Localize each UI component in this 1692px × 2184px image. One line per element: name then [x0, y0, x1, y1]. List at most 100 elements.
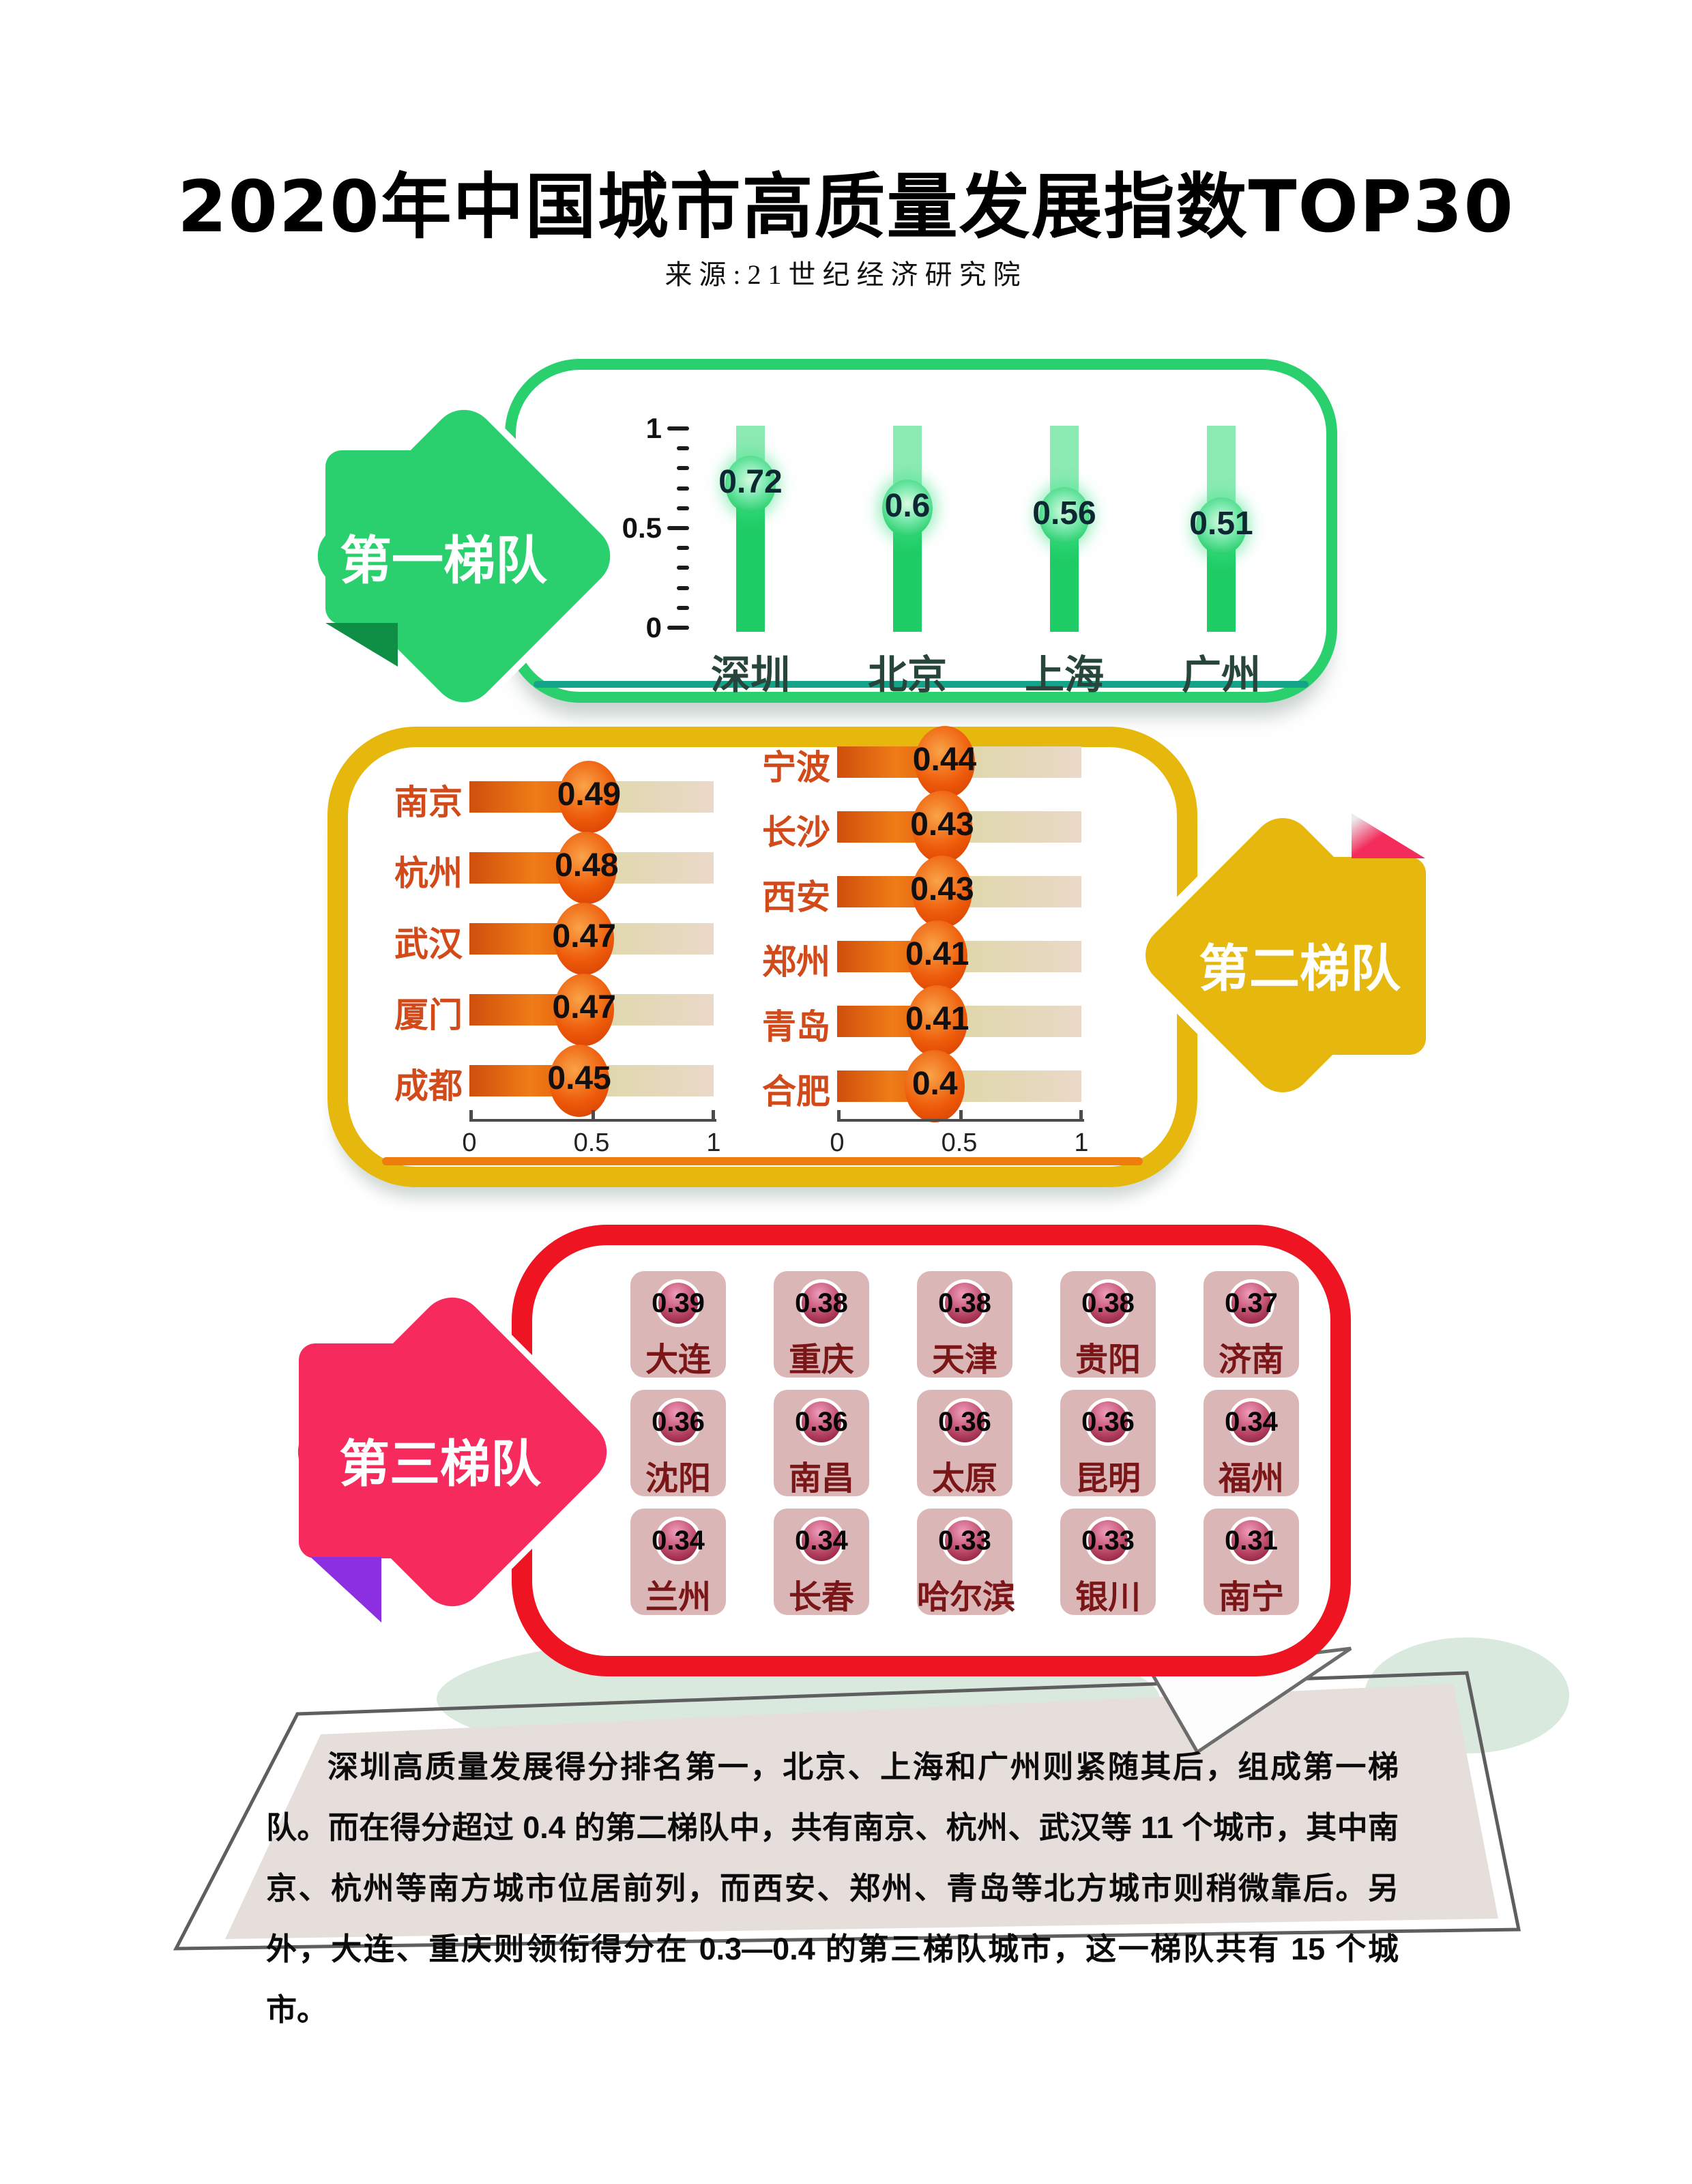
tier3-city-card: 0.31 南宁: [1204, 1509, 1299, 1616]
tier3-city-label: 太原: [931, 1461, 997, 1497]
tier3-score-badge: 0.34: [652, 1517, 705, 1564]
tier3-value: 0.38: [795, 1287, 848, 1318]
tier1-value: 0.72: [718, 463, 783, 500]
tier2-value: 0.48: [555, 847, 619, 884]
note-panel-outline: [173, 1671, 1521, 1951]
tier3-city-card: 0.36 昆明: [1060, 1390, 1156, 1497]
tier3-city-label: 重庆: [788, 1342, 854, 1378]
tier2-city-label: 青岛: [762, 1008, 830, 1046]
tier2-marker: [554, 974, 615, 1046]
tier3-value: 0.34: [795, 1525, 848, 1556]
tier3-city-label: 贵阳: [1075, 1342, 1141, 1378]
tier3-city-card: 0.37 济南: [1204, 1271, 1299, 1378]
tier1-city-label: 北京: [867, 653, 947, 697]
tier3-city-card: 0.36 南昌: [774, 1390, 869, 1497]
tier3-score-badge: 0.33: [938, 1517, 991, 1564]
tier1-axis-tick: [677, 566, 689, 570]
tier3-city-card: 0.33 银川: [1060, 1509, 1156, 1616]
tier3-arrow-fold: [310, 1557, 381, 1622]
tier3-value: 0.33: [938, 1525, 991, 1556]
tier1-bar-group: 0.56 上海: [1017, 426, 1112, 697]
tier2-value: 0.45: [547, 1060, 611, 1096]
tier2-arrow-label: 第二梯队: [1199, 940, 1401, 997]
tier3-score-badge: 0.34: [1225, 1398, 1278, 1446]
tier2-marker: [911, 791, 972, 863]
tier2-axis-tick-label: 0.5: [573, 1129, 610, 1157]
note-panel-fill: [225, 1684, 1498, 1939]
tier3-score-badge: 0.31: [1225, 1517, 1278, 1564]
tier1-marker: [725, 455, 776, 513]
tier2-value: 0.44: [912, 742, 977, 778]
tier1-axis-tick: [677, 506, 689, 510]
tier1-marker: [1039, 487, 1090, 545]
tier1-bar-group: 0.72 深圳: [703, 426, 798, 697]
tier3-city-card: 0.38 天津: [917, 1271, 1012, 1378]
tier1-axis-tick: [677, 546, 689, 551]
tier2-marker: [914, 726, 975, 798]
tier3-city-label: 沈阳: [645, 1461, 711, 1497]
tier1-arrow-label: 第一梯队: [340, 532, 547, 590]
tier1-value: 0.56: [1032, 495, 1096, 532]
tier3-value: 0.36: [795, 1406, 848, 1437]
tier1-city-label: 深圳: [710, 653, 790, 697]
tier3-score-badge: 0.38: [1081, 1279, 1135, 1327]
tier3-score-badge: 0.39: [652, 1279, 705, 1327]
tier3-value: 0.38: [1081, 1287, 1135, 1318]
tier3-panel: 0.39 大连 0.38 重庆 0.38 天津 0.38 贵阳 0.37 济南 …: [512, 1225, 1351, 1676]
tier2-value: 0.47: [552, 989, 616, 1025]
tier3-score-badge: 0.33: [1081, 1517, 1135, 1564]
tier3-city-card: 0.34 福州: [1204, 1390, 1299, 1497]
tier3-city-card: 0.36 太原: [917, 1390, 1012, 1497]
tier2-marker: [907, 985, 967, 1058]
tier1-arrow-fold: [325, 623, 398, 667]
tier2-axis-tick: [837, 1110, 841, 1121]
tier1-axis-tick: [667, 626, 689, 630]
tier2-value: 0.41: [905, 936, 969, 972]
tier1-axis-tick: [667, 526, 689, 530]
tier2-axis-tick-label: 0: [830, 1129, 845, 1157]
tier2-city-label: 西安: [762, 878, 830, 916]
tier2-marker: [556, 832, 617, 904]
tier3-score-badge: 0.37: [1225, 1279, 1278, 1327]
tier2-city-label: 合肥: [762, 1073, 830, 1111]
tier2-city-label: 长沙: [762, 813, 830, 851]
tier3-value: 0.36: [1081, 1406, 1135, 1437]
tier2-city-label: 武汉: [394, 925, 463, 963]
tier2-axis-tick: [469, 1110, 473, 1121]
tier3-score-badge: 0.36: [938, 1398, 991, 1446]
tier3-city-label: 大连: [645, 1342, 711, 1378]
tier3-score-badge: 0.36: [795, 1398, 848, 1446]
tier1-axis-tick: [677, 486, 689, 491]
tier2-value: 0.49: [557, 776, 622, 813]
tier3-city-card: 0.39 大连: [630, 1271, 726, 1378]
tier2-value: 0.47: [552, 918, 616, 955]
summary-paragraph: 深圳高质量发展得分排名第一，北京、上海和广州则紧随其后，组成第一梯队。而在得分超…: [266, 1749, 1399, 2028]
tier3-score-badge: 0.36: [1081, 1398, 1135, 1446]
tier1-axis-tick: [677, 466, 689, 471]
tier3-city-card: 0.36 沈阳: [630, 1390, 726, 1497]
tier2-axis-tick-label: 0: [462, 1129, 477, 1157]
tier1-axis-tick-label: 0: [645, 611, 662, 643]
tier2-marker: [549, 1045, 610, 1117]
tier3-city-label: 天津: [931, 1342, 997, 1378]
tier3-city-card: 0.38 贵阳: [1060, 1271, 1156, 1378]
tier3-value: 0.38: [938, 1287, 991, 1318]
tier3-city-label: 南宁: [1218, 1579, 1284, 1616]
tier2-marker: [911, 856, 972, 928]
tier2-city-label: 郑州: [762, 943, 830, 981]
tier1-axis-tick: [677, 585, 689, 590]
tier1-axis-tick: [677, 605, 689, 610]
tier3-score-badge: 0.38: [938, 1279, 991, 1327]
tier3-city-label: 福州: [1218, 1461, 1284, 1497]
tier3-arrow-label: 第三梯队: [339, 1436, 541, 1492]
tier3-city-card: 0.34 长春: [774, 1509, 869, 1616]
tier2-axis-tick: [959, 1110, 963, 1121]
tier1-city-label: 上海: [1024, 653, 1104, 697]
tier3-score-badge: 0.36: [652, 1398, 705, 1446]
tier1-axis-tick: [677, 446, 689, 451]
tier2-city-label: 成都: [394, 1067, 463, 1105]
tier2-city-label: 南京: [394, 783, 463, 821]
